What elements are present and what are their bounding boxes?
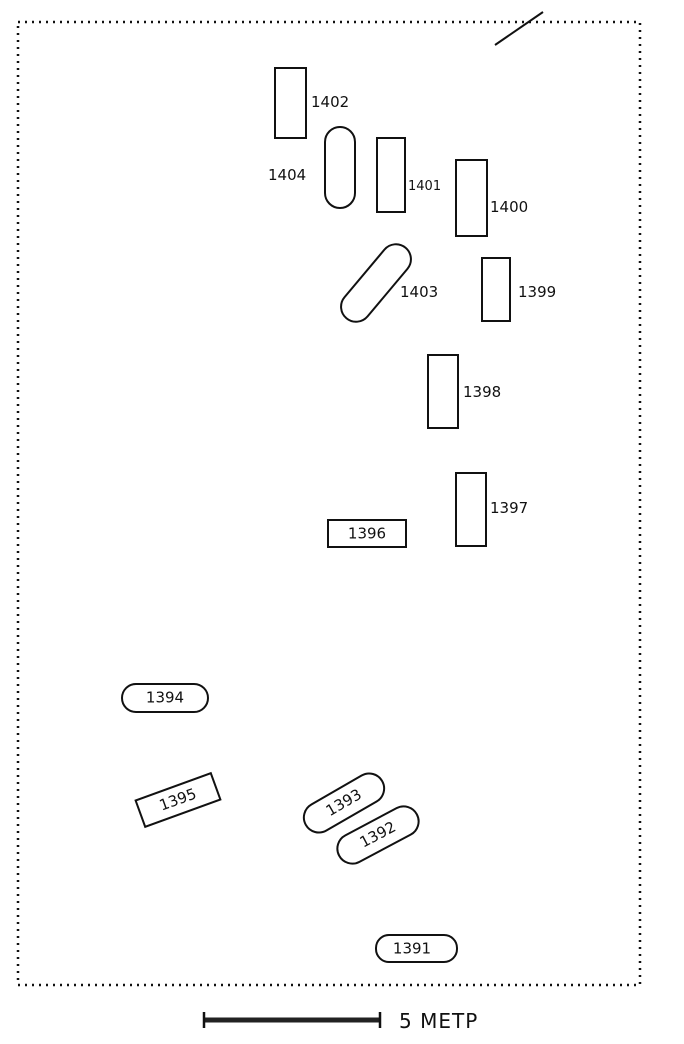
- feature-1396: 1396: [327, 519, 407, 548]
- feature-1399: 1399: [481, 257, 556, 322]
- feature-1402: 1402: [274, 67, 349, 139]
- feature-1397: 1397: [455, 472, 528, 547]
- feature-1401: 1401: [376, 137, 441, 213]
- feature-1404: 1404: [268, 126, 356, 209]
- scale-bar: 5 МЕТР: [202, 1009, 478, 1033]
- excavation-boundary: [16, 20, 642, 987]
- svg-text:1398: 1398: [463, 383, 501, 401]
- feature-1394: 1394: [121, 683, 209, 713]
- svg-text:1394: 1394: [146, 689, 184, 707]
- svg-text:1393: 1393: [323, 785, 365, 820]
- feature-1403: 1403: [340, 243, 438, 323]
- svg-text:1397: 1397: [490, 499, 528, 517]
- svg-text:1392: 1392: [357, 818, 399, 852]
- feature-1400: 1400: [455, 159, 528, 237]
- svg-text:1403: 1403: [400, 283, 438, 301]
- feature-1398: 1398: [427, 354, 501, 429]
- svg-text:1402: 1402: [311, 93, 349, 111]
- scale-label: 5 МЕТР: [399, 1009, 478, 1033]
- feature-1395: 1395: [134, 771, 222, 829]
- svg-text:1396: 1396: [348, 525, 386, 543]
- svg-text:1391: 1391: [393, 940, 431, 958]
- boundary-mark: [494, 11, 544, 46]
- svg-text:1404: 1404: [268, 166, 306, 184]
- feature-1391: 1391: [375, 934, 458, 963]
- svg-text:1400: 1400: [490, 198, 528, 216]
- svg-text:1401: 1401: [408, 179, 441, 194]
- svg-text:1399: 1399: [518, 283, 556, 301]
